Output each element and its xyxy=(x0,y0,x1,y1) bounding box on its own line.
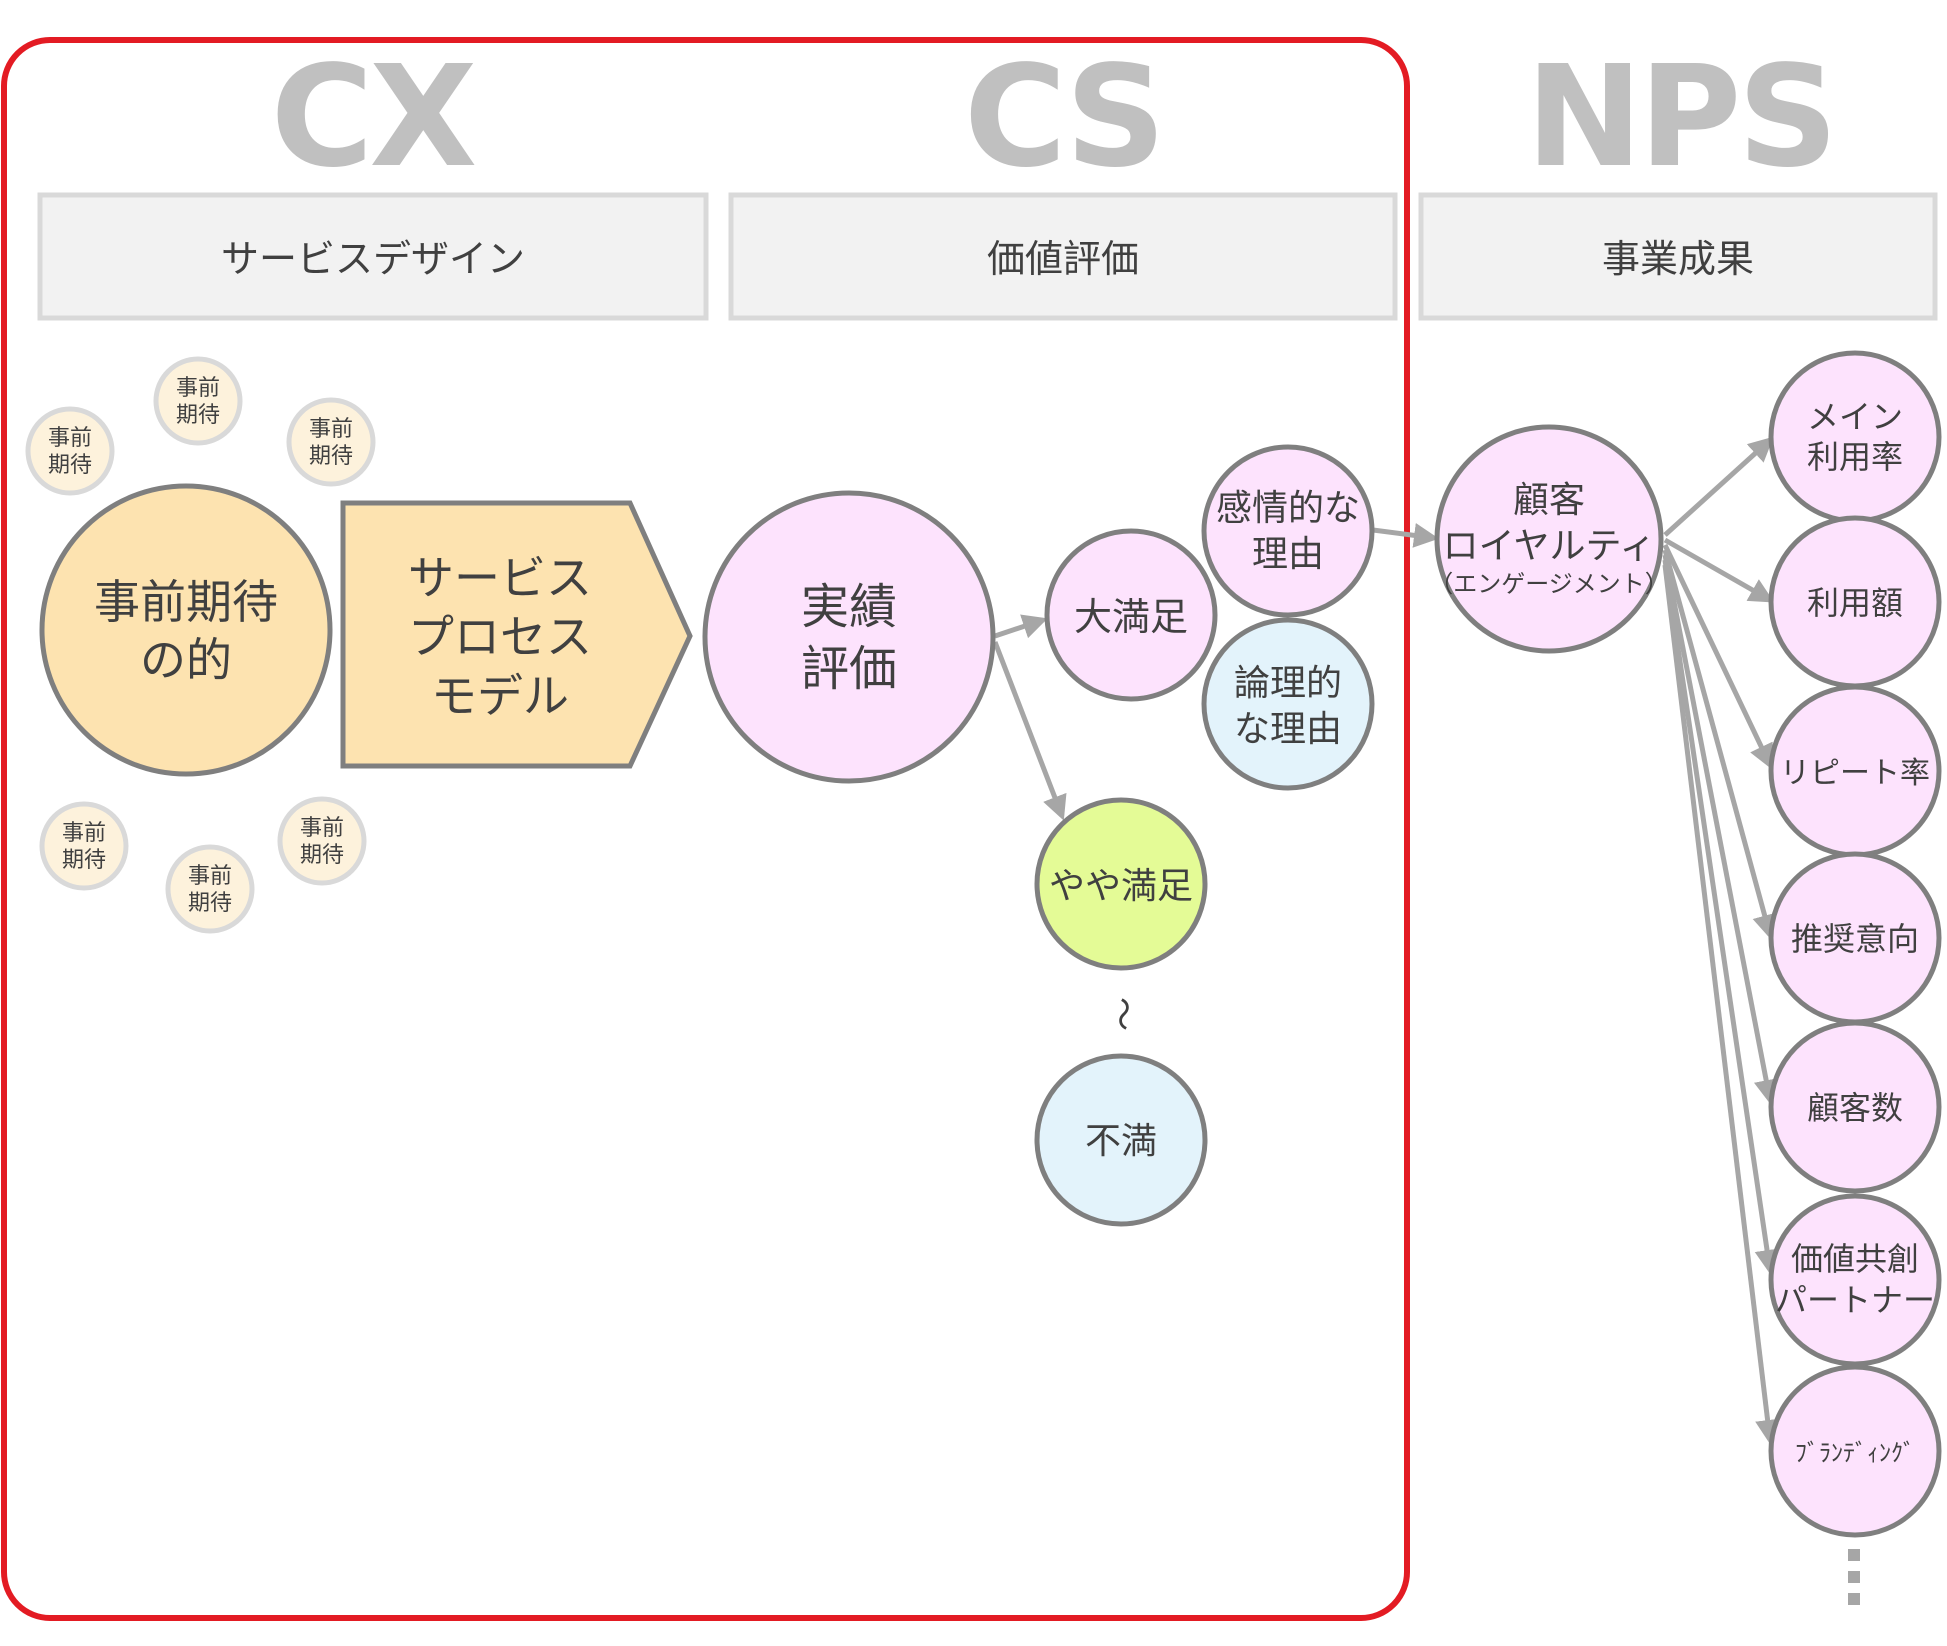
arrow-eval-to-great xyxy=(994,614,1048,639)
service-process-line1: サービス xyxy=(408,551,592,605)
expectation-target-line1: 事前期待 xyxy=(94,575,278,629)
emotional-reason-line1: 感情的な xyxy=(1216,488,1360,529)
small-expectation-line2: 期待 xyxy=(300,843,344,868)
outcome-recommend-node: 推奨意向 xyxy=(1768,851,1942,1025)
small-expectation-line1: 事前 xyxy=(48,426,92,451)
outcome-branding-label: ﾌﾞﾗﾝﾃﾞｨﾝｸﾞ xyxy=(1795,1439,1915,1467)
title-cs: CS xyxy=(964,36,1162,199)
outcome-customers-node: 顧客数 xyxy=(1768,1020,1942,1194)
dissatisfied-node: 不満 xyxy=(1034,1053,1208,1227)
small-expectation-circle: 事前 期待 xyxy=(277,796,367,886)
title-nps: NPS xyxy=(1526,36,1835,199)
small-expectation-circle: 事前 期待 xyxy=(165,844,255,934)
great-satisfaction-label: 大満足 xyxy=(1074,595,1188,639)
arrow-loyalty-to-partner xyxy=(1662,559,1780,1275)
outcome-recommend-label: 推奨意向 xyxy=(1791,920,1919,958)
small-expectation-line2: 期待 xyxy=(309,444,353,469)
expectation-target-node: 事前期待 の的 xyxy=(39,483,333,777)
service-process-node: サービス プロセス モデル xyxy=(340,500,693,769)
outcome-spend-node: 利用額 xyxy=(1768,515,1942,689)
band-cs-label: 価値評価 xyxy=(987,237,1139,281)
outcome-spend-label: 利用額 xyxy=(1807,584,1903,622)
band-cx-box xyxy=(37,192,709,321)
band-cs-box xyxy=(728,192,1398,321)
customer-loyalty-line3: （エンゲージメント） xyxy=(1429,570,1669,598)
arrow-loyalty-to-recommend xyxy=(1662,549,1777,940)
somewhat-satisfied-label: やや満足 xyxy=(1049,866,1193,907)
small-expectation-line2: 期待 xyxy=(62,848,106,873)
outcome-branding-node: ﾌﾞﾗﾝﾃﾞｨﾝｸﾞ xyxy=(1768,1364,1942,1538)
outcome-main-usage-line1: メイン xyxy=(1807,398,1903,436)
small-expectation-group: 事前 期待 事前 期待 事前 期待 事前 期待 事前 期待 事前 期待 xyxy=(25,356,376,934)
small-expectation-circle: 事前 期待 xyxy=(39,801,129,891)
emotional-reason-node: 感情的な 理由 xyxy=(1201,444,1375,618)
customer-loyalty-node: 顧客 ロイヤルティ （エンゲージメント） xyxy=(1429,424,1669,654)
dissatisfied-label: 不満 xyxy=(1085,1121,1157,1162)
arrows xyxy=(992,436,1781,1445)
outcome-partner-node: 価値共創 パートナー xyxy=(1768,1193,1942,1367)
service-process-line2: プロセス xyxy=(408,610,592,664)
band-nps-label: 事業成果 xyxy=(1602,237,1754,281)
actual-evaluation-node: 実績 評価 xyxy=(702,490,996,784)
logical-reason-line1: 論理的 xyxy=(1234,663,1342,704)
service-process-line3: モデル xyxy=(431,669,569,723)
small-expectation-circle: 事前 期待 xyxy=(286,397,376,487)
expectation-target-line2: の的 xyxy=(140,633,232,687)
outcome-main-usage-line2: 利用率 xyxy=(1807,438,1903,476)
outcome-partner-line2: パートナー xyxy=(1775,1281,1935,1319)
outcome-nodes: メイン 利用率 利用額 リピート率 推奨意向 顧客数 価値共創 パートナー ﾌﾞ… xyxy=(1768,350,1942,1538)
small-expectation-line2: 期待 xyxy=(188,891,232,916)
continuation-dots xyxy=(1848,1549,1860,1605)
small-expectation-line2: 期待 xyxy=(48,453,92,478)
small-expectation-line1: 事前 xyxy=(188,864,232,889)
small-expectation-line1: 事前 xyxy=(176,376,220,401)
range-tilde: ～ xyxy=(1102,997,1142,1031)
cx-cs-frame xyxy=(1,37,1410,1621)
small-expectation-circle: 事前 期待 xyxy=(25,406,115,496)
small-expectation-line1: 事前 xyxy=(62,821,106,846)
arrow-loyalty-to-branding xyxy=(1662,564,1781,1445)
emotional-reason-line2: 理由 xyxy=(1252,534,1324,575)
great-satisfaction-node: 大満足 xyxy=(1044,528,1218,702)
customer-loyalty-line2: ロイヤルティ xyxy=(1443,526,1656,567)
arrow-loyalty-to-repeat xyxy=(1662,543,1773,770)
outcome-repeat-label: リピート率 xyxy=(1780,756,1930,791)
logical-reason-node: 論理的 な理由 xyxy=(1201,617,1375,791)
arrow-eval-to-somewhat xyxy=(992,641,1067,821)
somewhat-satisfied-node: やや満足 xyxy=(1034,797,1208,971)
outcome-main-usage-node: メイン 利用率 xyxy=(1768,350,1942,524)
actual-evaluation-line1: 実績 xyxy=(801,579,897,635)
outcome-repeat-node: リピート率 xyxy=(1768,684,1942,858)
arrow-loyalty-to-main-usage xyxy=(1663,436,1774,537)
outcome-customers-label: 顧客数 xyxy=(1807,1089,1903,1127)
arrow-loyalty-to-customers xyxy=(1662,554,1779,1105)
arrow-reason-to-loyalty xyxy=(1372,523,1439,548)
small-expectation-circle: 事前 期待 xyxy=(153,356,243,446)
arrow-loyalty-to-spend xyxy=(1663,537,1775,603)
small-expectation-line2: 期待 xyxy=(176,403,220,428)
band-nps-box xyxy=(1418,192,1938,321)
customer-loyalty-line1: 顧客 xyxy=(1513,480,1585,521)
band-cx-label: サービスデザイン xyxy=(221,237,525,281)
title-cx: CX xyxy=(271,36,476,199)
outcome-partner-line1: 価値共創 xyxy=(1791,1240,1919,1278)
actual-evaluation-line2: 評価 xyxy=(801,641,897,697)
logical-reason-line2: な理由 xyxy=(1234,709,1342,750)
small-expectation-line1: 事前 xyxy=(300,816,344,841)
small-expectation-line1: 事前 xyxy=(309,417,353,442)
